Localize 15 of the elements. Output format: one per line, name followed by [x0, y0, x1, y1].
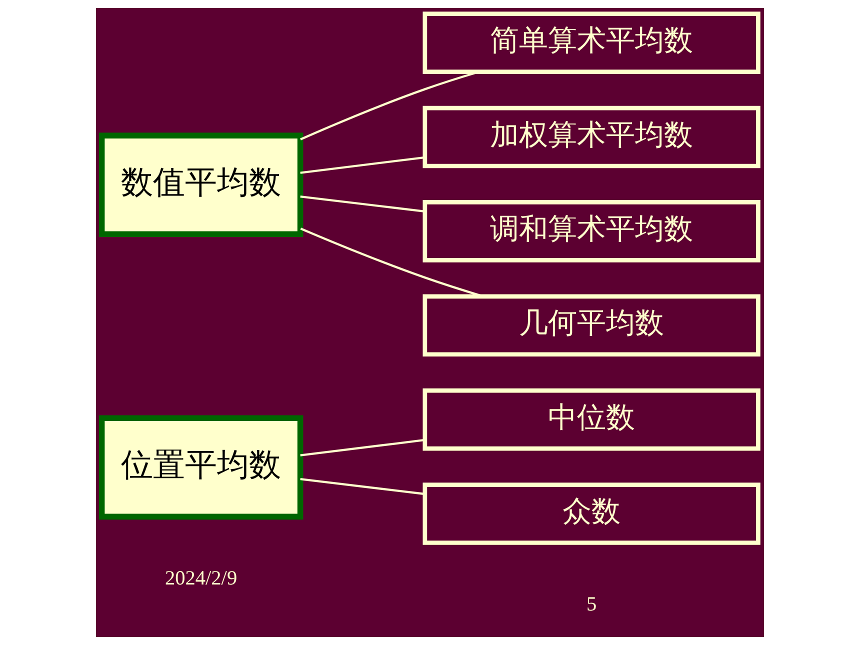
node-box: 简单算术平均数: [422, 12, 760, 74]
connector: [300, 228, 484, 298]
node-box: 调和算术平均数: [422, 200, 760, 262]
connector: [300, 156, 425, 174]
label: 5: [586, 593, 597, 616]
node-box: 众数: [422, 482, 760, 545]
label: 2024/2/9: [165, 567, 238, 590]
node-box: 加权算术平均数: [422, 106, 760, 168]
node-box: 位置平均数: [98, 415, 304, 520]
node-box: 几何平均数: [422, 294, 760, 357]
node-box: 数值平均数: [98, 132, 304, 237]
connector: [300, 438, 425, 456]
node-box: 中位数: [422, 388, 760, 451]
connector: [300, 478, 425, 496]
connector: [300, 195, 425, 213]
